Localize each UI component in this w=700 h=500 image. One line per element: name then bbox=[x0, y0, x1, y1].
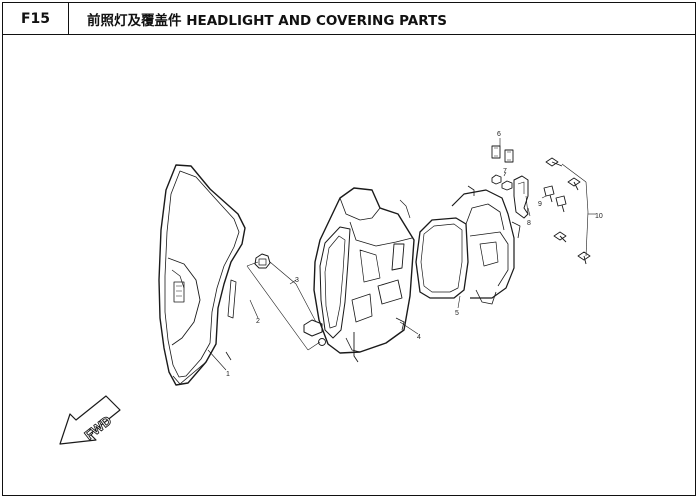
callout-5: 5 bbox=[455, 310, 459, 317]
page-code: F15 bbox=[3, 3, 69, 34]
forward-arrow-icon bbox=[59, 395, 121, 445]
screw-part bbox=[545, 157, 596, 265]
callout-8: 8 bbox=[527, 220, 531, 227]
callout-7: 7 bbox=[503, 168, 507, 175]
mounting-bracket-part bbox=[513, 175, 529, 219]
page-header: F15 前照灯及覆盖件 HEADLIGHT AND COVERING PARTS bbox=[3, 3, 695, 35]
clip-part bbox=[491, 138, 514, 163]
callout-labels: 1 2 3 4 5 6 7 8 9 10 bbox=[226, 131, 603, 378]
headlight-housing-part bbox=[313, 187, 415, 363]
page-title: 前照灯及覆盖件 HEADLIGHT AND COVERING PARTS bbox=[87, 12, 447, 29]
nut-part bbox=[491, 171, 513, 191]
callout-1: 1 bbox=[226, 371, 230, 378]
leader-lines bbox=[207, 195, 547, 371]
bracket-fastener-part bbox=[246, 253, 326, 351]
bolt-part bbox=[543, 185, 567, 213]
callout-9: 9 bbox=[538, 201, 542, 208]
front-cover-part bbox=[158, 164, 246, 386]
callout-2: 2 bbox=[256, 318, 260, 325]
callout-10: 10 bbox=[595, 213, 603, 220]
callout-6: 6 bbox=[497, 131, 501, 138]
page-frame: F15 前照灯及覆盖件 HEADLIGHT AND COVERING PARTS bbox=[2, 2, 696, 496]
headlight-unit-part bbox=[415, 185, 521, 305]
callout-4: 4 bbox=[417, 334, 421, 341]
callout-3: 3 bbox=[295, 277, 299, 284]
forward-direction-label: FWD bbox=[82, 413, 115, 443]
